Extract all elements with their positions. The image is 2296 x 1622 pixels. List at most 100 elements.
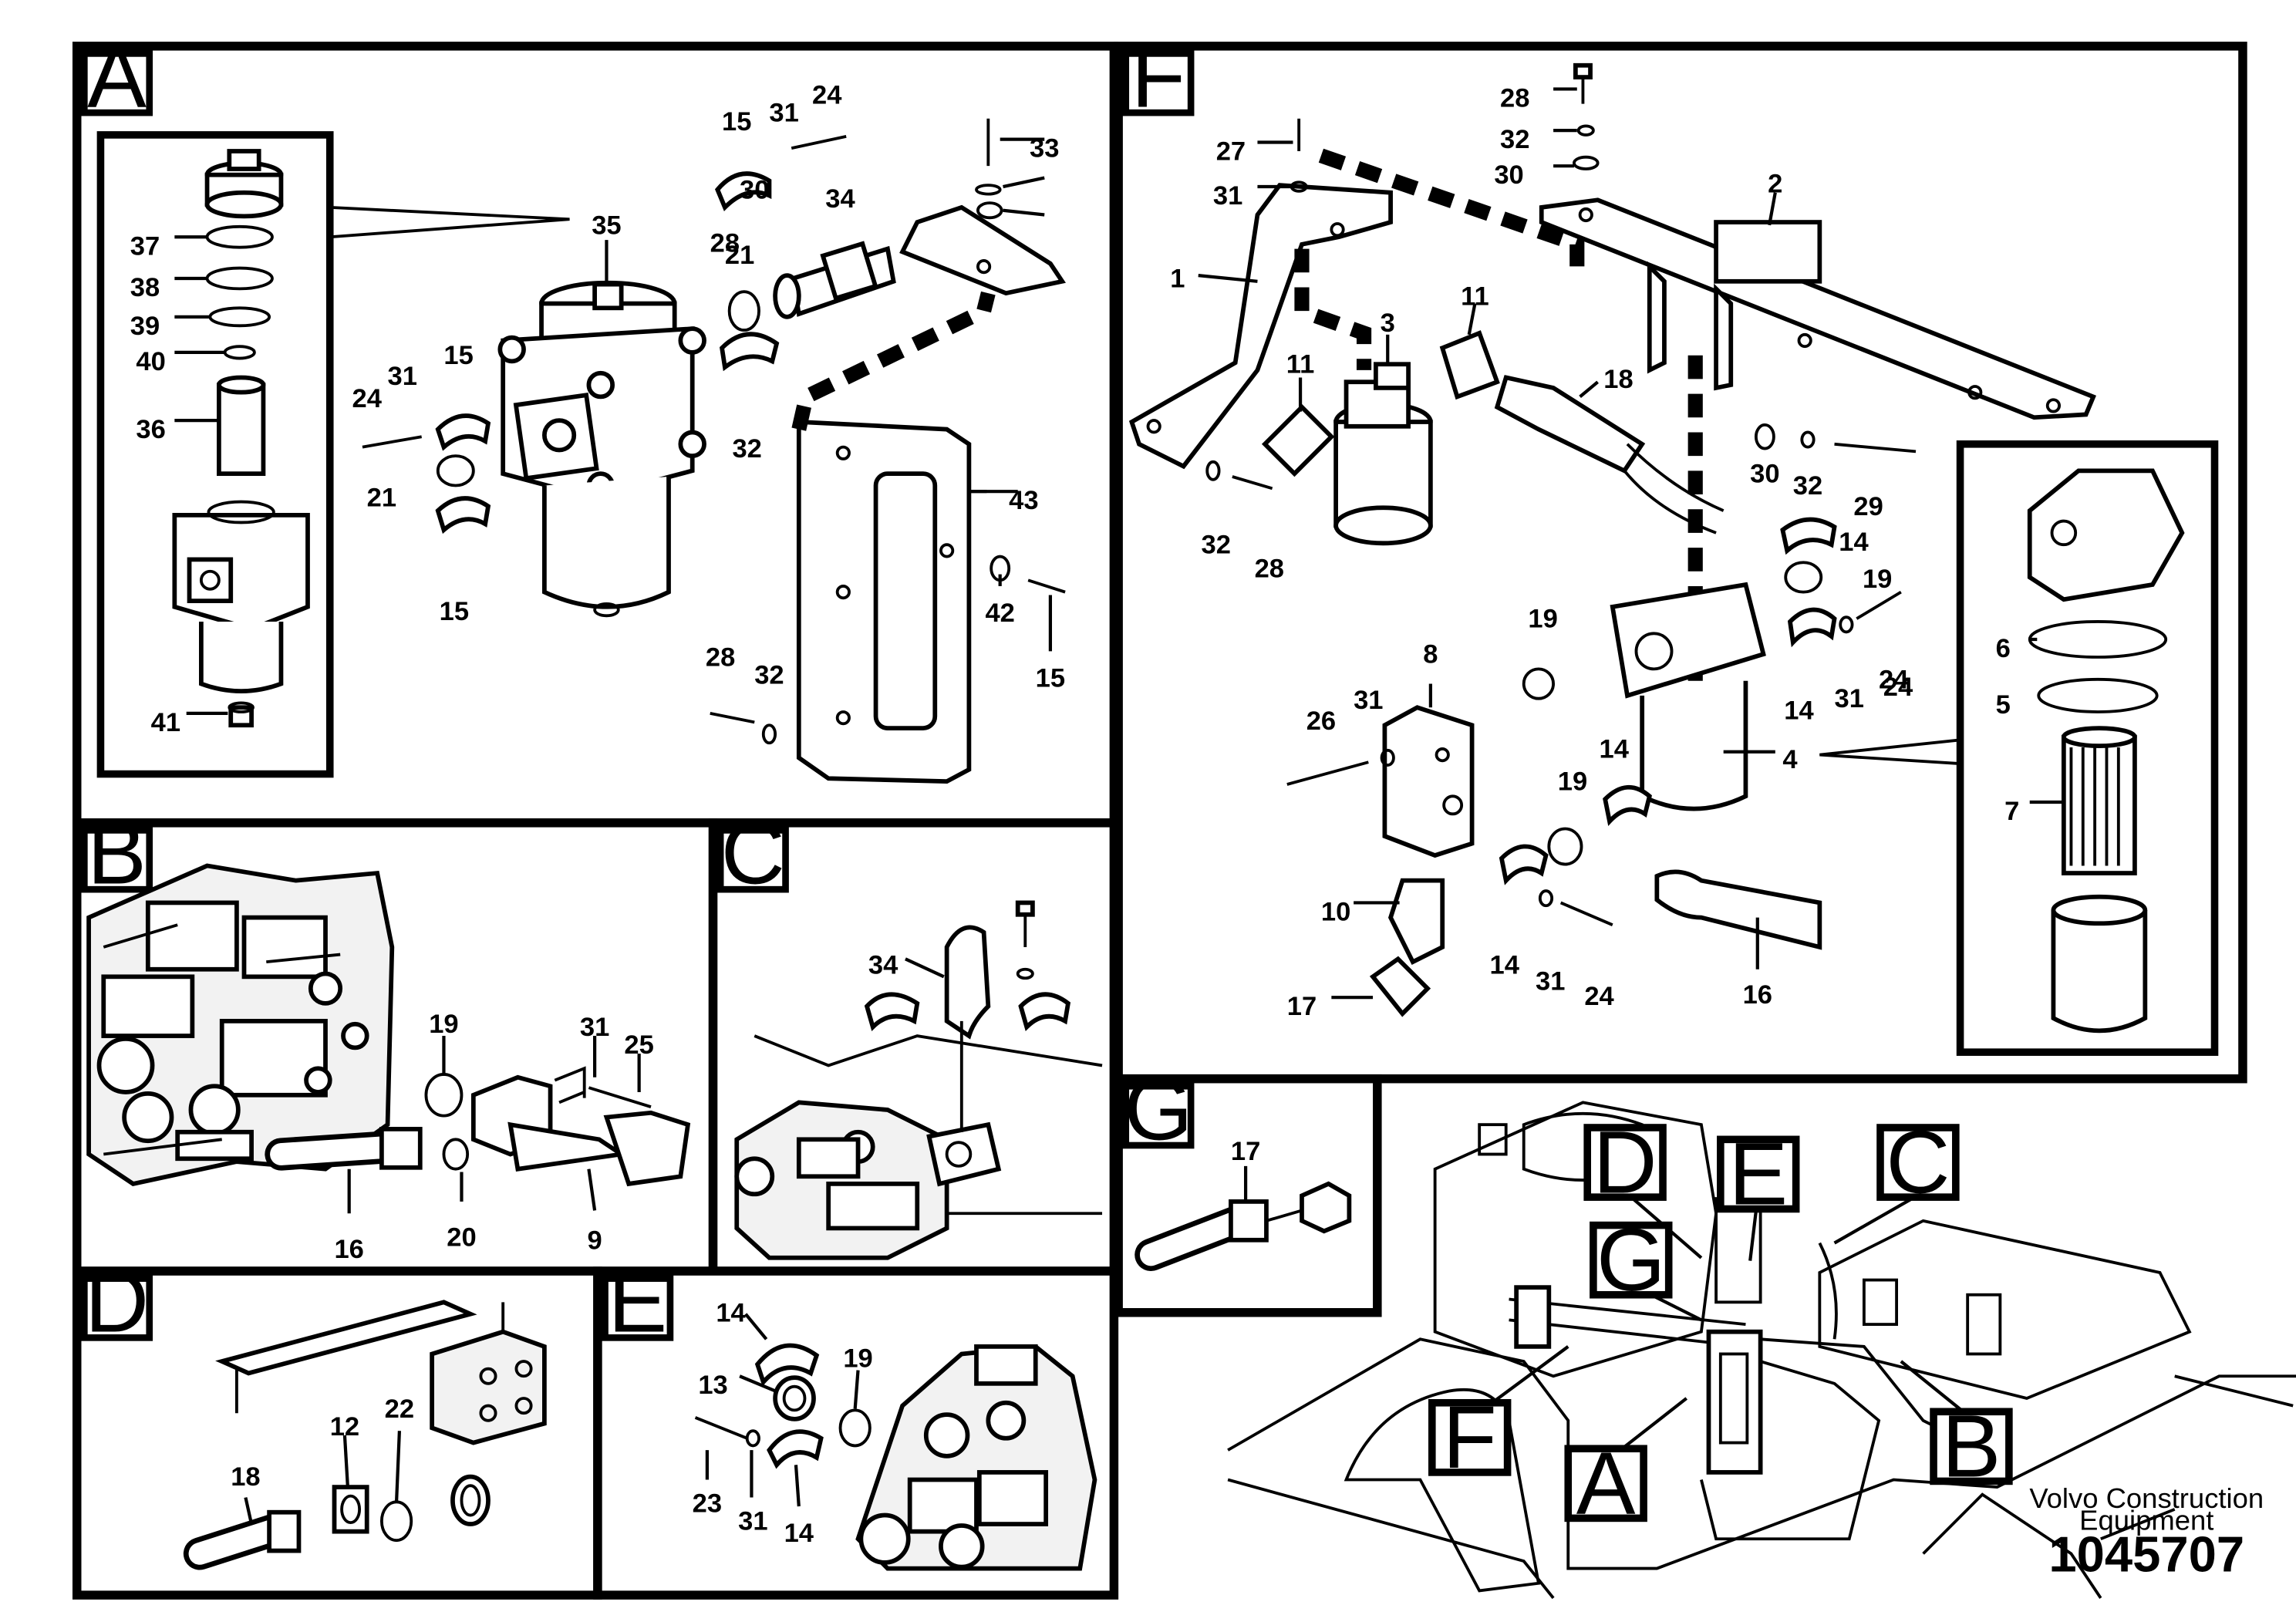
callout-a-15: 15 xyxy=(443,341,473,370)
callout-f-16: 16 xyxy=(1743,980,1772,1010)
panel-b-tag: B xyxy=(81,804,153,902)
callout-f-30: 30 xyxy=(1494,160,1523,190)
panel-c-label: C xyxy=(721,804,785,902)
panel-d-label: D xyxy=(85,1253,149,1351)
callout-f-31: 31 xyxy=(1536,967,1565,996)
callout-a-30: 30 xyxy=(740,175,769,204)
callout-e-13: 13 xyxy=(698,1371,727,1400)
overview-callout-a-label: A xyxy=(1576,1435,1636,1533)
callout-f-11: 11 xyxy=(1286,350,1315,379)
callout-f-3: 3 xyxy=(1381,309,1395,338)
panel-g-tag: G xyxy=(1122,1060,1195,1158)
callout-f-26: 26 xyxy=(1306,706,1336,736)
callout-a-15: 15 xyxy=(440,597,469,626)
callout-f-11: 11 xyxy=(1461,282,1489,311)
panel-e-drawing xyxy=(694,1313,1097,1571)
overview-drawing xyxy=(1227,1101,2296,1600)
callout-f-28: 28 xyxy=(1500,83,1529,113)
document-number: 1045707 xyxy=(2048,1526,2244,1582)
callout-e-23: 23 xyxy=(693,1489,722,1519)
callout-f-8: 8 xyxy=(1423,640,1438,669)
callout-e-19: 19 xyxy=(843,1344,872,1374)
callout-a-32: 32 xyxy=(754,661,784,690)
overview-callout-c-label: C xyxy=(1886,1113,1950,1212)
callout-a-41: 41 xyxy=(151,708,180,737)
panel-a-label: A xyxy=(87,27,147,126)
overview-callout-d[interactable]: D xyxy=(1583,1113,1667,1212)
callout-a-15: 15 xyxy=(722,107,751,137)
callout-a-36: 36 xyxy=(136,415,165,444)
panel-f-tag: F xyxy=(1122,27,1195,126)
panel-c-tag: C xyxy=(716,804,789,902)
callout-b-25: 25 xyxy=(624,1030,653,1060)
callout-a-37: 37 xyxy=(130,231,160,261)
panel-g-drawing xyxy=(1135,1165,1352,1272)
callout-f-14: 14 xyxy=(1490,950,1520,980)
callout-a-34: 34 xyxy=(825,184,855,214)
callout-b-19: 19 xyxy=(429,1010,458,1039)
callout-a-21: 21 xyxy=(367,483,396,512)
callout-a-42: 42 xyxy=(985,599,1014,628)
callout-a-43: 43 xyxy=(1009,486,1038,515)
overview-callout-c[interactable]: C xyxy=(1876,1113,1960,1212)
overview-callouts: D E C G F A B xyxy=(1428,1113,2013,1533)
callout-f-5: 5 xyxy=(1996,690,2011,720)
panel-f-drawing xyxy=(969,62,2219,1056)
overview-callout-f-label: F xyxy=(1443,1388,1497,1487)
callout-f-14: 14 xyxy=(1600,734,1630,764)
callout-f-6: 6 xyxy=(1996,634,2011,663)
panel-d-tag: D xyxy=(81,1253,153,1351)
overview-callout-a[interactable]: A xyxy=(1564,1435,1647,1533)
callout-a-24: 24 xyxy=(812,81,842,110)
callout-f-30: 30 xyxy=(1750,460,1779,489)
callout-f-28: 28 xyxy=(1255,554,1284,583)
overview-callout-b[interactable]: B xyxy=(1930,1398,2013,1496)
callout-b-9: 9 xyxy=(588,1226,602,1255)
callout-f-1: 1 xyxy=(1170,264,1185,293)
callout-b-20: 20 xyxy=(447,1222,476,1252)
callout-a-35: 35 xyxy=(592,211,621,240)
callout-d-22: 22 xyxy=(385,1394,414,1424)
callout-f-32: 32 xyxy=(1500,125,1529,154)
callout-b-31: 31 xyxy=(580,1013,609,1042)
callout-f-10: 10 xyxy=(1321,897,1350,926)
overview-callout-f[interactable]: F xyxy=(1428,1388,1512,1487)
callout-a-24: 24 xyxy=(352,384,383,413)
callout-d-12: 12 xyxy=(330,1412,359,1442)
callout-f-14: 14 xyxy=(1784,696,1814,726)
callout-a-32: 32 xyxy=(732,434,761,464)
overview-callout-g-label: G xyxy=(1596,1211,1666,1310)
panel-f-label: F xyxy=(1131,27,1185,126)
callout-a-39: 39 xyxy=(130,312,160,341)
callout-f-31: 31 xyxy=(1354,686,1383,715)
callout-e-14: 14 xyxy=(716,1298,746,1327)
callout-a-40: 40 xyxy=(136,347,165,376)
panel-d-drawing xyxy=(183,1300,547,1570)
callout-e-14: 14 xyxy=(784,1519,814,1548)
callout-f-2: 2 xyxy=(1768,170,1782,199)
overview-callout-g[interactable]: G xyxy=(1590,1211,1673,1310)
overview-callout-b-label: B xyxy=(1942,1398,2001,1496)
callout-a-31: 31 xyxy=(769,99,798,128)
callout-a-38: 38 xyxy=(130,273,160,302)
panel-c-drawing xyxy=(734,900,1103,1260)
callout-a-31: 31 xyxy=(388,362,417,391)
overview-callout-d-label: D xyxy=(1593,1113,1657,1212)
callout-f-31: 31 xyxy=(1835,684,1864,713)
callout-a-33: 33 xyxy=(1030,134,1059,164)
callout-f-31: 31 xyxy=(1213,181,1242,211)
callout-f-24: 24 xyxy=(1879,665,1909,694)
overview-callout-e[interactable]: E xyxy=(1717,1125,1800,1224)
callout-f-17: 17 xyxy=(1287,992,1317,1021)
panel-b-drawing xyxy=(86,863,691,1214)
callout-f-32: 32 xyxy=(1202,531,1231,560)
callout-f-18: 18 xyxy=(1603,365,1633,394)
callout-d-18: 18 xyxy=(231,1462,260,1492)
callout-f-24: 24 xyxy=(1883,673,1913,702)
overview-callout-e-label: E xyxy=(1728,1125,1788,1224)
callout-a-21: 21 xyxy=(725,241,754,270)
callout-f-24: 24 xyxy=(1584,982,1614,1011)
